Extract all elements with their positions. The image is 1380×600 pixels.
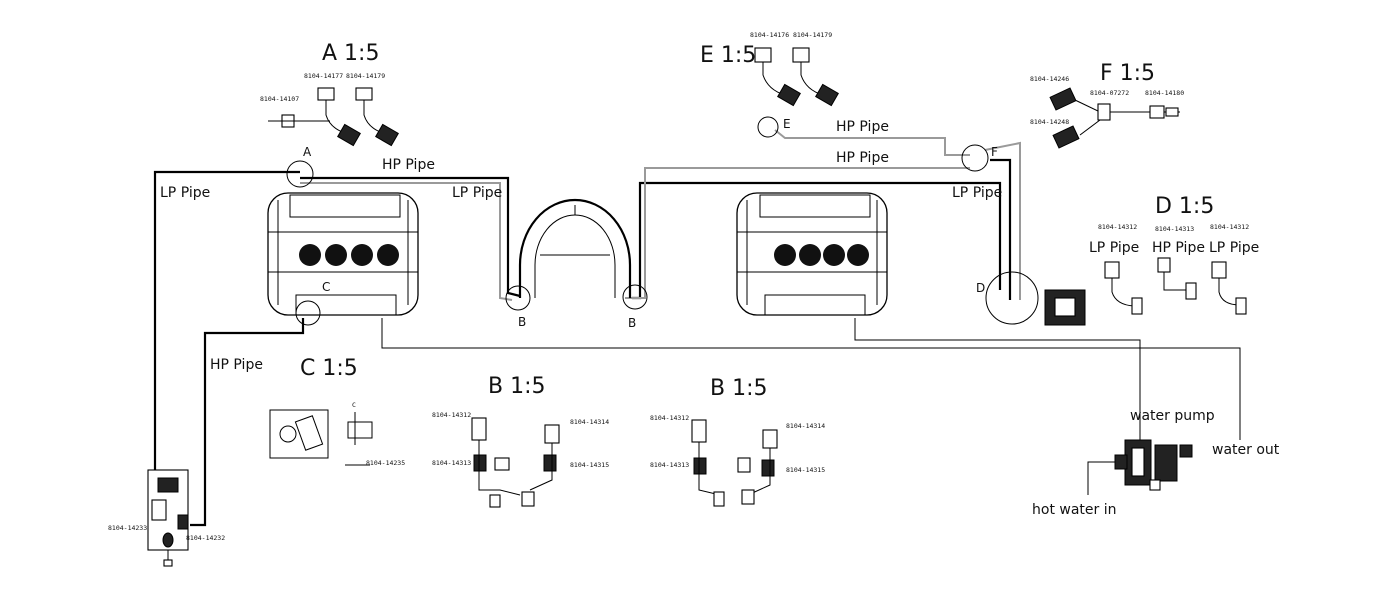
detail-b1-part-1: 8104-14312	[432, 411, 471, 419]
detail-f-part-2: 8104-07272	[1090, 89, 1129, 97]
lp-pipe-left-route	[153, 170, 300, 475]
detail-b1-part-2: 8104-14313	[432, 459, 471, 467]
marker-d: D	[976, 281, 985, 295]
marker-e-circle	[757, 116, 779, 138]
detail-f: F 1:5 8104-14246 8104-07272 8104-14180 8…	[1030, 61, 1184, 149]
detail-e: E 1:5 8104-14176 8104-14179	[700, 31, 839, 107]
marker-d-circle	[985, 271, 1039, 325]
detail-c: C 1:5 C 8104-14235	[269, 356, 405, 467]
marker-f-circle	[961, 144, 989, 172]
detail-d-title: D 1:5	[1155, 194, 1214, 219]
detail-a-part-3: 8104-14179	[346, 72, 385, 80]
marker-b2-circle	[622, 284, 648, 310]
detail-d-pipe-3: LP Pipe	[1209, 240, 1259, 256]
detail-e-title: E 1:5	[700, 43, 756, 68]
water-pump	[1114, 439, 1193, 491]
detail-b1-part-4: 8104-14315	[570, 461, 609, 469]
marker-b2: B	[628, 316, 636, 330]
detail-d-pipe-1: LP Pipe	[1089, 240, 1139, 256]
marker-a-circle	[286, 160, 314, 188]
detail-d-part-2: 8104-14313	[1155, 225, 1194, 233]
detail-f-part-4: 8104-14248	[1030, 118, 1069, 126]
water-line-pump	[854, 318, 1141, 445]
pump-unit: 8104-14233 8104-14232	[108, 469, 225, 567]
hp-pipe-f-route	[984, 141, 1021, 300]
detail-a: A 1:5 8104-14107 8104-14177 8104-14179	[260, 41, 399, 147]
label-hp-pipe-a: HP Pipe	[382, 157, 435, 173]
marker-b1-circle	[505, 285, 531, 311]
detail-b1-title: B 1:5	[488, 374, 546, 399]
detail-b1: B 1:5 8104-14312 8104-14313 8104-14314 8…	[432, 374, 609, 508]
f-to-d-route	[990, 158, 1012, 300]
label-water-pump: water pump	[1130, 408, 1215, 424]
detail-d: D 1:5 8104-14312 8104-14313 8104-14312 L…	[1044, 194, 1259, 326]
detail-d-part-3: 8104-14312	[1210, 223, 1249, 231]
pipe-routes	[153, 129, 1241, 527]
detail-b2: B 1:5 8104-14312 8104-14313 8104-14314 8…	[650, 376, 825, 507]
label-hp-pipe-e: HP Pipe	[836, 119, 889, 135]
detail-b2-part-2: 8104-14313	[650, 461, 689, 469]
label-lp-pipe-a: LP Pipe	[452, 185, 502, 201]
detail-b2-part-4: 8104-14315	[786, 466, 825, 474]
detail-a-part-2: 8104-14177	[304, 72, 343, 80]
hp-pipe-e-route	[774, 129, 970, 156]
hp-pipe-mid-gray	[625, 167, 970, 299]
detail-f-part-1: 8104-14246	[1030, 75, 1069, 83]
marker-f: F	[991, 145, 998, 159]
marker-c-circle	[295, 300, 321, 326]
detail-b2-title: B 1:5	[710, 376, 768, 401]
label-hp-pipe-f: HP Pipe	[836, 150, 889, 166]
label-lp-pipe-right: LP Pipe	[952, 185, 1002, 201]
detail-c-part: 8104-14235	[366, 459, 405, 467]
hvac-unit-right	[736, 192, 888, 316]
label-lp-pipe-left: LP Pipe	[160, 185, 210, 201]
detail-c-title: C 1:5	[300, 356, 358, 381]
water-line-in	[1087, 461, 1120, 495]
marker-e: E	[783, 117, 791, 131]
detail-a-part-1: 8104-14107	[260, 95, 299, 103]
water-line-out	[381, 318, 1241, 440]
detail-f-part-3: 8104-14180	[1145, 89, 1184, 97]
detail-d-part-1: 8104-14312	[1098, 223, 1137, 231]
marker-a: A	[303, 145, 312, 159]
detail-markers: A B B C D E F	[286, 116, 1039, 330]
hp-pipe-a-route	[300, 176, 521, 298]
pipe-labels: LP Pipe HP Pipe LP Pipe HP Pipe HP Pipe …	[160, 119, 1280, 518]
detail-e-part-1: 8104-14176	[750, 31, 789, 39]
detail-a-title: A 1:5	[322, 41, 379, 66]
detail-d-pipe-2: HP Pipe	[1152, 240, 1205, 256]
detail-b2-part-3: 8104-14314	[786, 422, 825, 430]
hvac-unit-left	[267, 192, 419, 316]
detail-e-part-2: 8104-14179	[793, 31, 832, 39]
pump-unit-part-2: 8104-14232	[186, 534, 225, 542]
marker-b1: B	[518, 315, 526, 329]
detail-c-marker: C	[352, 401, 356, 409]
hp-pipe-left-route	[190, 318, 305, 527]
label-water-out: water out	[1212, 442, 1280, 458]
detail-b2-part-1: 8104-14312	[650, 414, 689, 422]
detail-b1-part-3: 8104-14314	[570, 418, 609, 426]
marker-c: C	[322, 280, 330, 294]
gangway-bellows	[518, 198, 632, 298]
detail-f-title: F 1:5	[1100, 61, 1155, 86]
label-hp-pipe-left: HP Pipe	[210, 357, 263, 373]
pump-unit-part-1: 8104-14233	[108, 524, 147, 532]
label-hot-water-in: hot water in	[1032, 502, 1116, 518]
